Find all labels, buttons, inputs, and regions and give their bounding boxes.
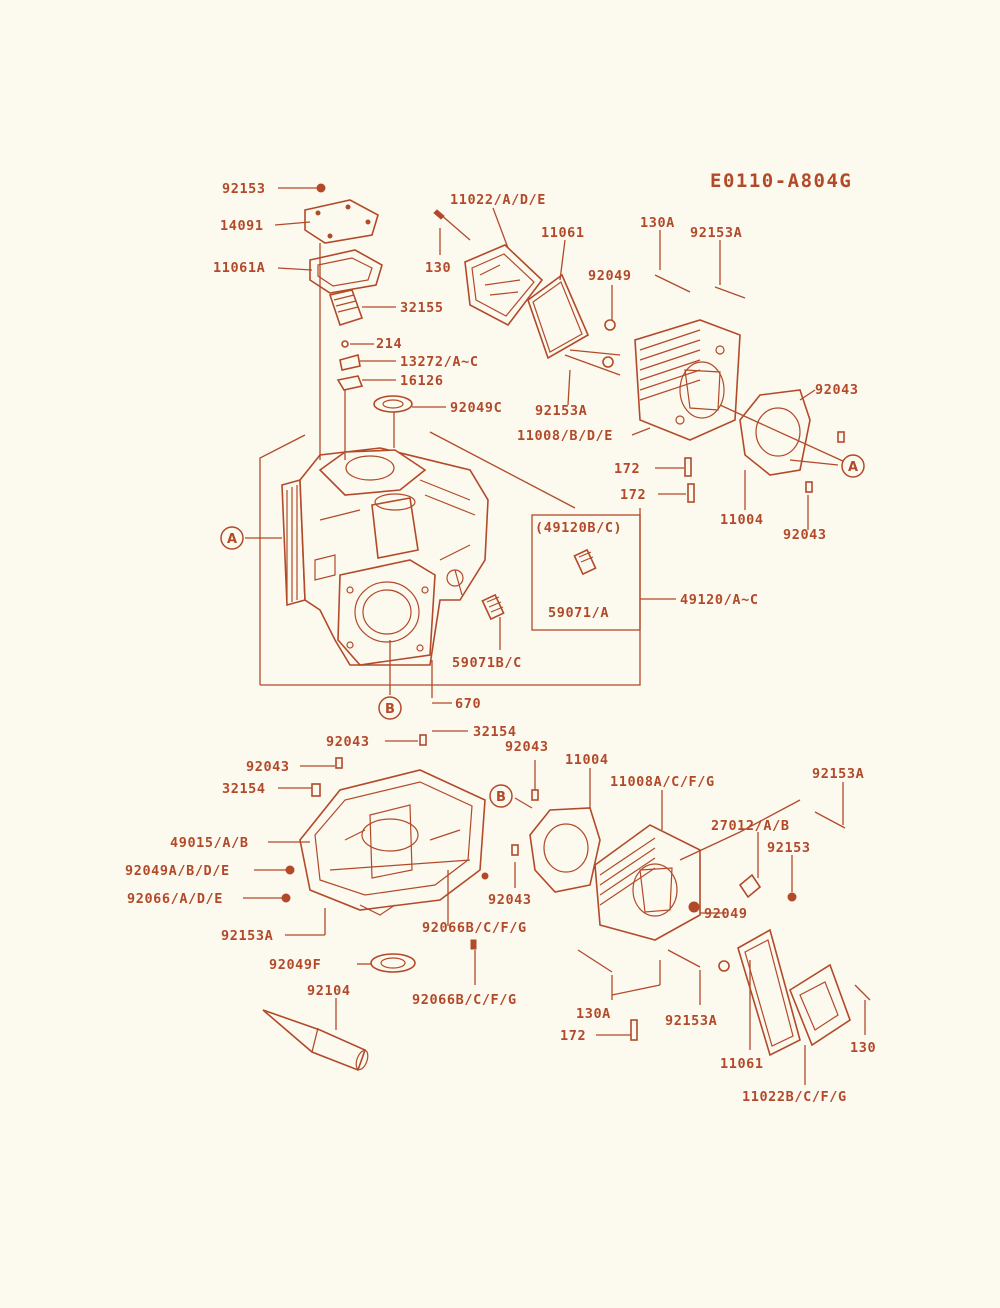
label-130-low: 130 (850, 1040, 876, 1056)
svg-text:B: B (496, 790, 506, 805)
stud-172-b (687, 483, 695, 503)
gasket-11061-top (527, 273, 590, 360)
label-92066ade: 92066/A/D/E (127, 891, 223, 907)
label-32154-l: 32154 (222, 781, 266, 797)
label-92043-c2: 92043 (505, 739, 549, 755)
bolt-92153-top (316, 183, 326, 193)
label-92043-r2: 92043 (783, 527, 827, 543)
cylinder-head-lower (594, 824, 701, 941)
rocker-cover-top (433, 209, 544, 327)
diagram-code: E0110-A804G (710, 170, 852, 192)
label-92043-r1: 92043 (815, 382, 859, 398)
label-172-a: 172 (614, 461, 640, 477)
callout-a-left: A (220, 526, 244, 550)
callout-b-lower: B (489, 784, 513, 808)
label-11061a: 11061A (213, 260, 265, 276)
label-11008-low: 11008A/C/F/G (610, 774, 715, 790)
label-92066bcfg-b: 92066B/C/F/G (412, 992, 517, 1008)
label-92153: 92153 (222, 181, 266, 197)
kit-box-49120 (531, 514, 641, 631)
label-11008-top: 11008/B/D/E (517, 428, 613, 444)
label-59071a: 59071/A (548, 605, 609, 621)
bolt-92153a-top (714, 286, 746, 299)
breather-32155 (328, 289, 364, 327)
cylinder-head-right (634, 319, 741, 441)
label-11022-top: 11022/A/D/E (450, 192, 546, 208)
part-labels: 92153 14091 11061A 32155 214 13272/A~C 1… (125, 181, 876, 1105)
label-13272: 13272/A~C (400, 354, 479, 370)
label-130a-low: 130A (576, 1006, 611, 1022)
label-92049f: 92049F (269, 957, 321, 973)
pin-59071a (573, 548, 597, 576)
stud-172-a (684, 457, 692, 477)
label-11061-top: 11061 (541, 225, 585, 241)
bracket-13272 (339, 353, 361, 371)
sealant-tube-92104 (262, 1009, 369, 1072)
dowel-92043-r1 (837, 431, 845, 443)
label-172-b: 172 (620, 487, 646, 503)
label-59071bc: 59071B/C (452, 655, 522, 671)
pin-214 (341, 340, 349, 348)
seal-92049f (370, 953, 416, 973)
label-11004-top: 11004 (720, 512, 764, 528)
plate-14091 (304, 199, 379, 244)
svg-text:A: A (227, 532, 237, 547)
label-27012: 27012/A/B (711, 818, 790, 834)
label-130a-top: 130A (640, 215, 675, 231)
label-92049c: 92049C (450, 400, 502, 416)
callout-b-center: B (378, 696, 402, 720)
label-49120bc: (49120B/C) (535, 520, 622, 536)
label-32154-top: 32154 (473, 724, 517, 740)
pin-59071bc (481, 593, 505, 621)
dowel-92043-r2 (805, 481, 813, 493)
label-130-top: 130 (425, 260, 451, 276)
label-11022-low: 11022B/C/F/G (742, 1089, 847, 1105)
head-gasket-lower (529, 807, 601, 893)
label-92043-low: 92043 (488, 892, 532, 908)
leader-lines (243, 187, 866, 1085)
label-92153a-l: 92153A (221, 928, 273, 944)
label-670: 670 (455, 696, 481, 712)
label-16126: 16126 (400, 373, 444, 389)
callout-a-right: A (841, 454, 865, 478)
label-92049-top: 92049 (588, 268, 632, 284)
label-92104: 92104 (307, 983, 351, 999)
cylinder-block-drawing (281, 447, 489, 666)
label-92153a-mid: 92153A (535, 403, 587, 419)
bracket-27012 (738, 873, 762, 899)
label-32155: 32155 (400, 300, 444, 316)
seal-92049c (373, 395, 413, 413)
label-11004-low: 11004 (565, 752, 609, 768)
label-92049-low: 92049 (704, 906, 748, 922)
label-49120: 49120/A~C (680, 592, 759, 608)
label-49015: 49015/A/B (170, 835, 249, 851)
label-92153a-top: 92153A (690, 225, 742, 241)
label-92066bcfg-a: 92066B/C/F/G (422, 920, 527, 936)
label-92153-r: 92153 (767, 840, 811, 856)
label-92043-c1: 92043 (326, 734, 370, 750)
label-92043-l: 92043 (246, 759, 290, 775)
plug-92049-top (604, 319, 616, 331)
label-11061-low: 11061 (720, 1056, 764, 1072)
label-14091: 14091 (220, 218, 264, 234)
label-172-low: 172 (560, 1028, 586, 1044)
label-214: 214 (376, 336, 402, 352)
label-92049abde: 92049A/B/D/E (125, 863, 230, 879)
gasket-11061a (309, 249, 383, 294)
plate-16126 (336, 375, 364, 391)
bolt-92153a-mid (564, 354, 621, 376)
head-gasket-top (739, 389, 811, 476)
label-92153a-low: 92153A (665, 1013, 717, 1029)
svg-text:A: A (848, 460, 858, 475)
svg-text:B: B (385, 702, 395, 717)
bolt-92153a-r (814, 811, 846, 829)
bolt-130a-top (654, 274, 691, 293)
rocker-cover-lower (737, 928, 851, 1057)
crankcase-drawing (299, 769, 486, 916)
label-92153a-r: 92153A (812, 766, 864, 782)
